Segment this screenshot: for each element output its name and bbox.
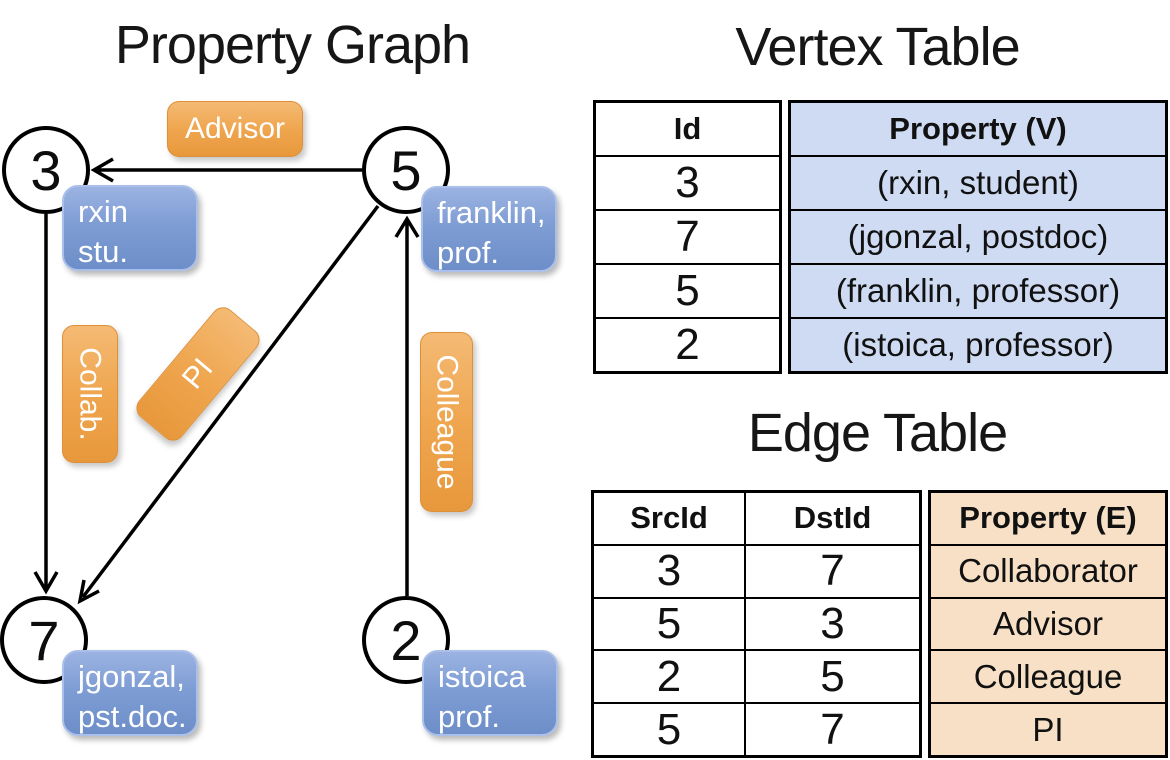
vertex-tag-franklin: franklin, prof.: [421, 186, 557, 272]
edge-dst-cell: 3: [746, 596, 919, 650]
edge-label-advisor-text: Advisor: [184, 112, 286, 145]
edge-table-property-column: Property (E) Collaborator Advisor Collea…: [928, 490, 1168, 758]
vertex-table-header-property: Property (V): [791, 103, 1165, 155]
edge-property-cell: Colleague: [931, 649, 1165, 703]
edge-label-advisor: Advisor: [167, 101, 303, 157]
property-graph-title: Property Graph: [114, 15, 471, 75]
edge-dst-cell: 7: [746, 702, 919, 755]
edge-table-header-srcid: SrcId: [630, 500, 708, 536]
vertex-tag-rxin-line2: stu.: [78, 234, 128, 270]
edge-label-colleague: Colleague: [420, 332, 473, 512]
edge-label-collab-text: Collab.: [74, 347, 108, 441]
edge-property-cell: Collaborator: [931, 543, 1165, 597]
vertex-tag-franklin-line1: franklin,: [437, 195, 546, 230]
vertex-table-id-column: Id 3 7 5 2: [593, 100, 782, 374]
vertex-tag-jgonzal: jgonzal, pst.doc.: [62, 650, 198, 736]
edge-table-srcid-column: SrcId 3 5 2 5: [594, 493, 744, 755]
vertex-tag-rxin-line1: rxin: [78, 194, 128, 229]
edge-property-cell: PI: [931, 702, 1165, 755]
edge-label-colleague-text: Colleague: [430, 354, 464, 490]
vertex-table: Id 3 7 5 2 Property (V) (rxin, student) …: [593, 100, 1168, 374]
vertex-table-property-column: Property (V) (rxin, student) (jgonzal, p…: [788, 100, 1168, 374]
node-3-id: 3: [30, 138, 62, 202]
vertex-tag-jgonzal-line2: pst.doc.: [78, 699, 187, 735]
vertex-id-cell: 5: [596, 263, 779, 317]
edge-table-title: Edge Table: [747, 403, 1008, 463]
edge-label-collab: Collab.: [62, 325, 118, 463]
node-5-id: 5: [390, 138, 422, 202]
edge-label-pi-text: PI: [175, 352, 220, 396]
graph-node-2: 2: [362, 596, 450, 684]
vertex-id-cell: 2: [596, 317, 779, 371]
vertex-property-cell: (franklin, professor): [791, 263, 1165, 317]
edge-table: SrcId 3 5 2 5 DstId 7 3 5 7 Property (E)…: [591, 490, 1168, 758]
vertex-tag-jgonzal-line1: jgonzal,: [78, 659, 185, 694]
node-7-id: 7: [28, 608, 60, 672]
node-2-id: 2: [390, 608, 422, 672]
edge-arrow-3-to-7: [33, 214, 59, 595]
edge-table-ids-block: SrcId 3 5 2 5 DstId 7 3 5 7: [591, 490, 922, 758]
vertex-tag-franklin-line2: prof.: [437, 235, 500, 271]
vertex-table-title: Vertex Table: [735, 17, 1020, 77]
vertex-property-cell: (istoica, professor): [791, 317, 1165, 371]
vertex-id-cell: 3: [596, 155, 779, 209]
vertex-tag-istoica-line2: prof.: [438, 699, 501, 735]
edge-table-header-property: Property (E): [931, 493, 1165, 544]
vertex-tag-rxin: rxin stu.: [62, 185, 198, 271]
edge-src-cell: 5: [594, 702, 744, 755]
edge-dst-cell: 5: [746, 649, 919, 702]
graph-node-3: 3: [2, 126, 90, 214]
edge-table-dstid-column: DstId 7 3 5 7: [744, 493, 919, 755]
vertex-tag-istoica: istoica prof.: [422, 650, 558, 736]
edge-property-cell: Advisor: [931, 596, 1165, 650]
edge-src-cell: 2: [594, 649, 744, 702]
vertex-table-header-id: Id: [673, 111, 702, 146]
edge-table-header-dstid: DstId: [793, 500, 872, 536]
vertex-tag-istoica-line1: istoica: [438, 659, 526, 694]
edge-dst-cell: 7: [746, 543, 919, 597]
vertex-property-cell: (jgonzal, postdoc): [791, 209, 1165, 263]
edge-arrow-2-to-5: [394, 215, 420, 596]
vertex-id-cell: 7: [596, 209, 779, 263]
edge-src-cell: 3: [594, 543, 744, 597]
edge-src-cell: 5: [594, 596, 744, 650]
edge-arrow-5-to-7: [77, 204, 380, 605]
edge-arrow-5-to-3: [90, 157, 362, 183]
graph-node-7: 7: [0, 596, 88, 684]
vertex-property-cell: (rxin, student): [791, 155, 1165, 209]
